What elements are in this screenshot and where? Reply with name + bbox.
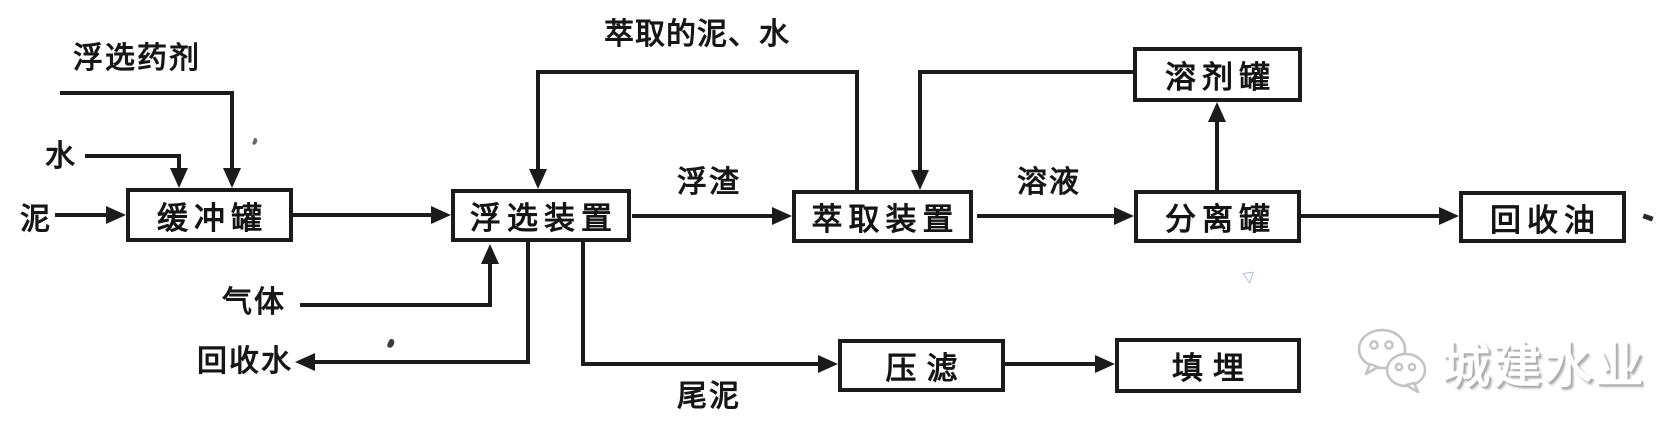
edge-gas-line-v [488, 263, 492, 307]
edge-reagent-arrowhead [223, 168, 241, 188]
edge-recovered-water-line-v [526, 242, 530, 364]
box-solvent-tank: 溶剂罐 [1133, 47, 1302, 102]
label-recovered-water: 回收水 [197, 345, 293, 378]
edge-sludge-arrowhead [106, 206, 126, 224]
edge-tail-sludge-line-h [581, 362, 818, 366]
edge-solvent-feed-line-v [918, 70, 922, 170]
edge-filter-to-landfill-line [1005, 362, 1095, 366]
edge-water-line-v [177, 154, 181, 170]
box-separation-tank-label: 分离罐 [1165, 202, 1276, 237]
box-landfill: 填埋 [1115, 338, 1301, 393]
box-recovered-oil: 回收油 [1459, 191, 1626, 243]
edge-reagent-line-h [60, 91, 234, 95]
edge-return-line-v-right [855, 70, 859, 190]
box-extraction-unit: 萃取装置 [792, 190, 973, 243]
edge-recovered-water-line-h [315, 360, 530, 364]
box-flotation-unit: 浮选装置 [451, 189, 631, 242]
box-flotation-unit-label: 浮选装置 [470, 201, 618, 236]
edge-buffer-to-flotation-arrowhead [431, 206, 451, 224]
edge-water-line-h [85, 154, 181, 158]
label-scum: 浮渣 [677, 166, 741, 199]
blue-triangle-cursor-mark: ▽ [1241, 268, 1256, 287]
edge-separation-to-solvent-line [1215, 122, 1219, 190]
label-flotation-reagent: 浮选药剂 [73, 42, 201, 75]
box-extraction-unit-label: 萃取装置 [811, 202, 960, 237]
box-landfill-label: 填埋 [1172, 351, 1254, 386]
box-solvent-tank-label: 溶剂罐 [1165, 60, 1276, 95]
wechat-icon [1357, 328, 1427, 394]
label-extracted-sludge-water: 萃取的泥、水 [604, 18, 790, 51]
edge-return-line-h [536, 70, 859, 74]
edge-water-arrowhead [170, 168, 188, 188]
edge-solvent-feed-arrowhead [911, 170, 929, 190]
scan-speck-mark [386, 338, 396, 349]
edge-gas-arrowhead [481, 244, 499, 264]
edge-return-arrowhead [529, 169, 547, 189]
watermark: 城建水业 [1356, 326, 1646, 396]
edge-reagent-line-v [230, 91, 234, 170]
edge-sludge-line [55, 213, 107, 217]
label-solution: 溶液 [1017, 166, 1081, 199]
edge-tail-sludge-arrowhead [818, 355, 838, 373]
edge-separation-to-oil-line [1301, 214, 1439, 218]
edge-recovered-water-arrowhead [295, 353, 315, 371]
edge-filter-to-landfill-arrowhead [1095, 355, 1115, 373]
label-tail-sludge: 尾泥 [677, 380, 741, 413]
edge-solution-arrowhead [1114, 207, 1134, 225]
edge-buffer-to-flotation-line [293, 213, 431, 217]
edge-scum-arrowhead [772, 207, 792, 225]
edge-scum-line [632, 214, 772, 218]
edge-return-line-v-left [536, 70, 540, 170]
box-recovered-oil-label: 回收油 [1490, 202, 1601, 238]
edge-solvent-feed-line-h [918, 70, 1133, 74]
watermark-brand-text: 城建水业 [1442, 340, 1647, 393]
label-sludge: 泥 [20, 203, 52, 236]
scan-speck-mark-2 [251, 137, 259, 146]
edge-gas-line-h [300, 303, 492, 307]
edge-solution-line [977, 214, 1114, 218]
right-edge-line-fragment [1642, 213, 1654, 222]
label-gas: 气体 [222, 286, 286, 319]
label-water: 水 [45, 140, 77, 173]
box-buffer-tank: 缓冲罐 [126, 188, 293, 242]
edge-separation-to-oil-arrowhead [1439, 207, 1459, 225]
edge-separation-to-solvent-arrowhead [1208, 102, 1226, 122]
box-press-filter-label: 压滤 [885, 351, 968, 386]
edge-tail-sludge-line-v [581, 242, 585, 366]
box-press-filter: 压滤 [838, 339, 1005, 392]
box-separation-tank: 分离罐 [1134, 190, 1301, 243]
box-buffer-tank-label: 缓冲罐 [157, 200, 268, 236]
